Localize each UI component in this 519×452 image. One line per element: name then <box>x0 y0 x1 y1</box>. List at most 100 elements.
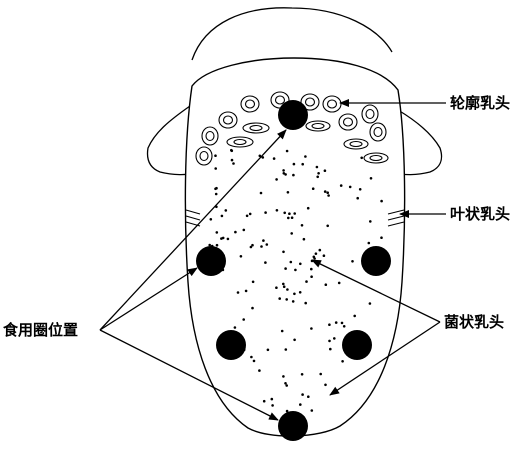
papilla-dot <box>328 340 331 343</box>
papilla-dot <box>271 398 274 401</box>
papilla-dot <box>316 176 319 179</box>
papilla-dot <box>252 281 255 284</box>
ring-marker-left-lower <box>216 330 246 360</box>
papilla-dot <box>349 186 352 189</box>
papilla-dot <box>299 291 302 294</box>
papilla-dot <box>312 187 315 190</box>
papilla-dot <box>325 283 328 286</box>
papilla-dot <box>307 207 310 210</box>
papilla-dot <box>380 236 383 239</box>
papilla-dot <box>214 154 217 157</box>
papilla-dot <box>315 252 318 255</box>
papilla-dot <box>215 193 218 196</box>
papilla-dot <box>327 194 330 197</box>
papilla-dot <box>301 373 304 376</box>
papilla-dot <box>305 280 308 283</box>
papilla-dot <box>249 213 252 216</box>
papilla-dot <box>225 209 228 212</box>
papilla-dot <box>264 261 267 264</box>
papilla-dot <box>326 191 329 194</box>
papilla-dot <box>329 348 332 351</box>
papilla-dot <box>285 384 288 387</box>
ring-marker-back <box>278 100 308 130</box>
papilla-dot <box>271 404 274 407</box>
papilla-dot <box>353 315 356 318</box>
papilla-dot <box>286 288 289 291</box>
papilla-dot <box>343 325 346 328</box>
papilla-dot <box>369 302 372 305</box>
papilla-dot <box>299 403 302 406</box>
papilla-dot <box>287 191 290 194</box>
papilla-dot <box>245 290 248 293</box>
papilla-dot <box>290 261 293 264</box>
papilla-dot <box>275 178 278 181</box>
papilla-dot <box>310 327 313 330</box>
papilla-dot <box>301 163 304 166</box>
papilla-dot <box>316 166 319 169</box>
ring-marker-tip <box>278 411 308 441</box>
throat-outline <box>192 8 392 60</box>
papilla-dot <box>262 239 265 242</box>
papilla-dot <box>282 283 285 286</box>
papilla-dot <box>216 244 219 247</box>
papilla-dot <box>214 167 217 170</box>
papilla-dot <box>258 369 261 372</box>
papilla-dot <box>243 229 246 232</box>
papilla-dot <box>251 307 254 310</box>
papilla-dot <box>251 244 254 247</box>
papilla-dot <box>311 409 314 412</box>
papilla-dot <box>221 215 224 218</box>
papilla-dot <box>287 217 290 220</box>
papilla-dot <box>281 330 284 333</box>
papilla-dot <box>246 215 249 218</box>
papilla-dot <box>293 339 296 342</box>
papilla-dot <box>335 321 338 324</box>
papilla-dot <box>319 373 322 376</box>
papilla-dot <box>234 326 237 329</box>
papilla-dot <box>282 375 285 378</box>
papilla-dot <box>303 238 306 241</box>
papilla-dot <box>231 159 234 162</box>
papilla-dot <box>288 212 291 215</box>
papilla-dot <box>264 211 267 214</box>
papilla-dot <box>351 260 354 263</box>
papilla-dot <box>338 282 341 285</box>
papilla-dot <box>368 242 371 245</box>
papilla-dot <box>304 155 307 158</box>
papilla-dot <box>210 218 213 221</box>
papilla-dot <box>283 212 286 215</box>
papilla-dot <box>286 150 289 153</box>
papilla-dot <box>299 263 302 266</box>
papilla-dot <box>267 349 270 352</box>
papilla-dot <box>234 231 237 234</box>
papilla-dot <box>304 302 307 305</box>
papilla-dot <box>292 174 295 177</box>
papilla-dot <box>227 238 230 241</box>
papilla-dot <box>231 150 234 153</box>
papilla-dot <box>333 337 336 340</box>
papilla-dot <box>216 231 219 234</box>
papilla-dot <box>313 255 316 258</box>
papilla-dot <box>359 188 362 191</box>
papilla-dot <box>285 298 288 301</box>
papilla-dot <box>328 323 331 326</box>
papilla-dot <box>294 269 297 272</box>
papilla-dot <box>324 384 327 387</box>
papilla-dot <box>326 225 329 228</box>
papilla-dot <box>284 382 287 385</box>
papilla-dot <box>341 322 344 325</box>
papilla-dot <box>232 162 235 165</box>
papilla-dot <box>323 254 326 257</box>
papilla-dot <box>340 184 343 187</box>
label-foliate: 叶状乳头 <box>450 205 510 223</box>
papilla-dot <box>283 172 286 175</box>
papilla-dot <box>276 209 279 212</box>
papilla-dot <box>292 300 295 303</box>
papilla-dot <box>282 169 285 172</box>
papilla-dot <box>341 360 344 363</box>
papilla-dot <box>293 293 296 296</box>
papilla-dot <box>307 395 310 398</box>
papilla-dot <box>237 291 240 294</box>
papilla-dot <box>208 244 211 247</box>
